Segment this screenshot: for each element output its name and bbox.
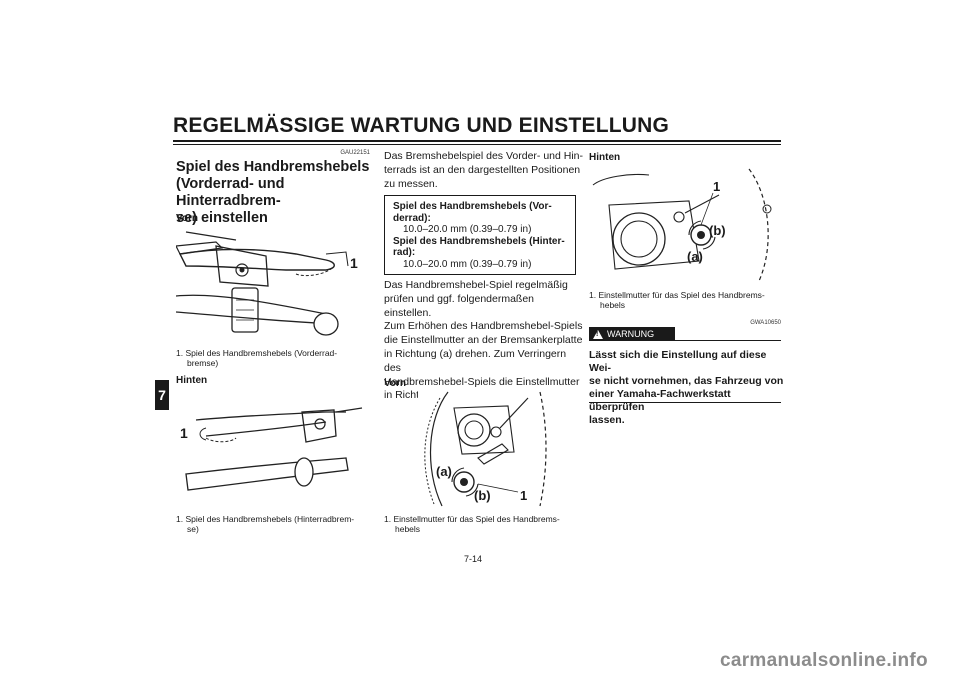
fig4-caption: 1. Einstellmutter für das Spiel des Hand… — [589, 290, 789, 310]
rear-brake-adjuster-illustration: 1 (b) (a) — [589, 165, 781, 283]
text-line: die Einstellmutter an der Bremsankerplat… — [384, 334, 583, 347]
page-header-title: REGELMÄSSIGE WARTUNG UND EINSTELLUNG — [173, 114, 670, 137]
fig3-callout: 1 — [520, 488, 527, 503]
fig2-caption: 1. Spiel des Handbremshebels (Hinterradb… — [176, 514, 376, 534]
caption-line: hebels — [395, 524, 421, 534]
section-title-line: Spiel des Handbremshebels — [176, 159, 370, 175]
warning-badge: ! WARNUNG — [589, 327, 675, 341]
front-brake-lever-illustration: 1 — [176, 226, 370, 344]
text-line: Das Handbremshebel-Spiel regelmäßig — [384, 279, 568, 291]
spec-rear-title: Spiel des Handbremshebels (Hinter- — [393, 235, 565, 247]
fig4-label-b: (b) — [709, 223, 726, 238]
header-rule — [173, 140, 781, 142]
fig3-label-a: (a) — [436, 464, 452, 479]
intro-paragraph: Das Bremshebelspiel des Vorder- und Hin-… — [384, 150, 584, 191]
header-rule-thin — [173, 144, 781, 145]
fig3-caption: 1. Einstellmutter für das Spiel des Hand… — [384, 514, 584, 534]
warning-top-rule — [589, 340, 781, 341]
page-number: 7-14 — [464, 554, 483, 564]
caption-line: 1. Spiel des Handbremshebels (Vorderrad- — [176, 348, 338, 358]
spec-box: Spiel des Handbremshebels (Vor- derrad):… — [384, 195, 576, 275]
spec-rear-value: 10.0–20.0 mm (0.39–0.79 in) — [403, 258, 532, 270]
caption-line: 1. Spiel des Handbremshebels (Hinterradb… — [176, 514, 355, 524]
instructions-paragraph: Das Handbremshebel-Spiel regelmäßig prüf… — [384, 279, 584, 403]
warning-bottom-rule — [589, 402, 781, 403]
front-label: Vorn — [176, 213, 199, 224]
text-line: Das Bremshebelspiel des Vorder- und Hin- — [384, 150, 584, 162]
caption-line: bremse) — [187, 358, 219, 368]
front-label: Vorn — [384, 378, 407, 389]
text-line: Handbremshebel-Spiels die Einstellmutter — [384, 375, 580, 388]
spec-rear-title: rad): — [393, 247, 416, 259]
text-line: prüfen und ggf. folgendermaßen einstelle… — [384, 292, 535, 319]
warning-line: Lässt sich die Einstellung auf diese Wei… — [589, 349, 767, 374]
warning-triangle-icon: ! — [593, 329, 603, 339]
fig4-label-a: (a) — [687, 249, 703, 264]
caption-line: 1. Einstellmutter für das Spiel des Hand… — [384, 514, 560, 524]
text-line: Zum Erhöhen des Handbremshebel-Spiels — [384, 320, 583, 333]
text-line: zu messen. — [384, 177, 438, 190]
fig3-label-b: (b) — [474, 488, 491, 503]
warning-label: WARNUNG — [607, 329, 655, 339]
fig1-caption: 1. Spiel des Handbremshebels (Vorderrad-… — [176, 348, 376, 368]
caption-line: hebels — [600, 300, 626, 310]
fig1-callout: 1 — [350, 255, 358, 271]
spec-front-value: 10.0–20.0 mm (0.39–0.79 in) — [403, 224, 532, 236]
caption-line: se) — [187, 524, 199, 534]
chapter-tab: 7 — [155, 380, 169, 410]
warning-code: GWA10650 — [750, 320, 781, 326]
front-brake-adjuster-illustration: (a) (b) 1 — [418, 388, 548, 512]
rear-brake-lever-illustration: 1 — [176, 398, 370, 506]
warning-text: Lässt sich die Einstellung auf diese Wei… — [589, 349, 784, 427]
rear-label: Hinten — [176, 375, 208, 386]
spec-front-title: Spiel des Handbremshebels (Vor- — [393, 201, 552, 212]
fig2-callout: 1 — [180, 425, 188, 441]
fig4-callout: 1 — [713, 179, 720, 194]
watermark-text: carmanualsonline.info — [720, 650, 928, 671]
warning-line: lassen. — [589, 414, 625, 426]
warning-line: einer Yamaha-Fachwerkstatt überprüfen — [589, 388, 731, 413]
section-title-line: (Vorderrad- und Hinterradbrem- — [176, 176, 285, 209]
caption-line: 1. Einstellmutter für das Spiel des Hand… — [589, 290, 765, 300]
spec-front-title: derrad): — [393, 212, 431, 224]
rear-label: Hinten — [589, 152, 621, 163]
section-code: GAU22151 — [340, 150, 370, 156]
section-title-line: se) einstellen — [176, 210, 268, 226]
text-line: terrads ist an den dargestellten Positio… — [384, 163, 581, 176]
warning-line: se nicht vornehmen, das Fahrzeug von — [589, 375, 784, 387]
text-line: in Richtung (a) drehen. Zum Verringern d… — [384, 347, 567, 374]
section-title: Spiel des Handbremshebels (Vorderrad- un… — [176, 159, 376, 227]
